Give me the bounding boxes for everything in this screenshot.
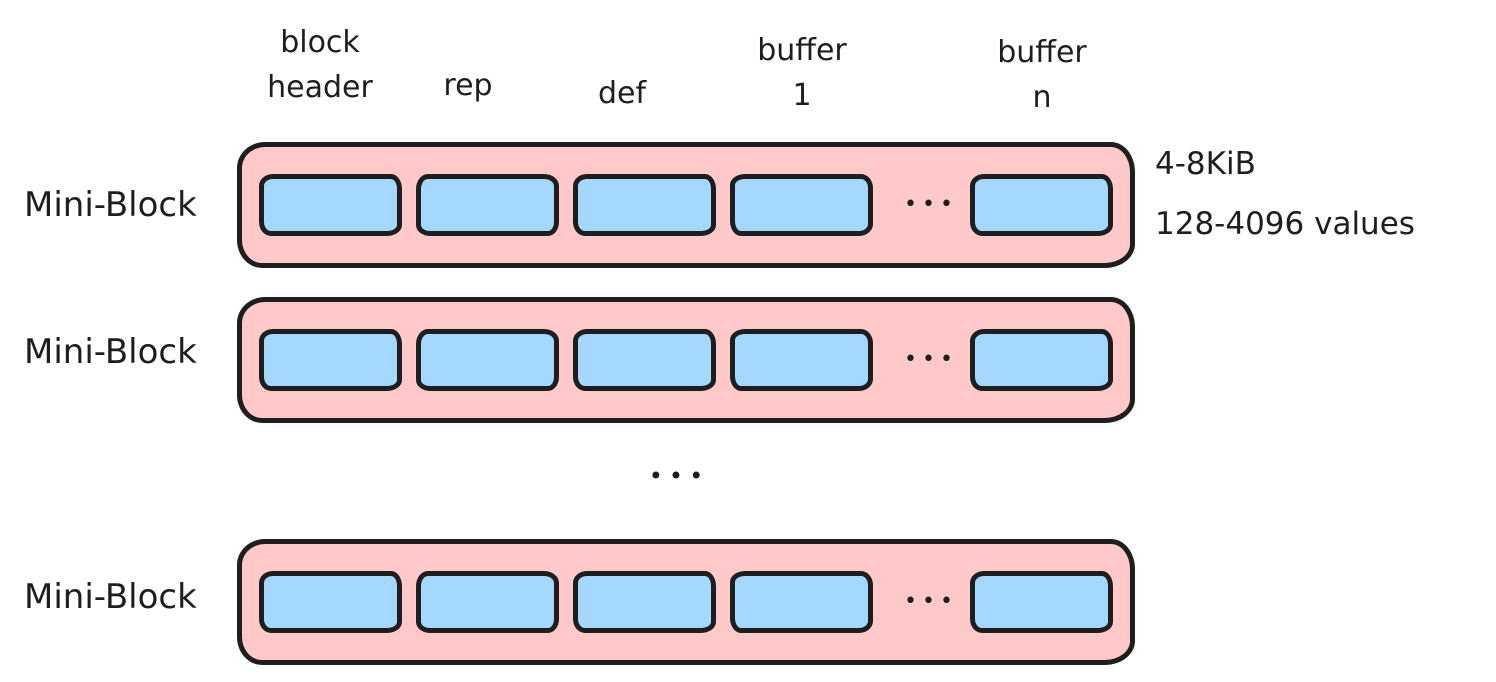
cell-block-header (259, 174, 402, 236)
annotation-size-range: 4-8KiB (1155, 146, 1256, 182)
column-label-line: def (597, 76, 647, 111)
cell-rep (416, 329, 559, 391)
column-label-line: n (1032, 80, 1052, 115)
cell-buffer-1 (730, 174, 873, 236)
cell-rep (416, 571, 559, 633)
column-label-line: rep (443, 68, 493, 103)
ellipsis-buffers: ••• (904, 347, 958, 372)
cell-def (573, 174, 716, 236)
row-label-mini-block: Mini-Block (24, 185, 197, 225)
row-label-mini-block: Mini-Block (24, 577, 197, 617)
mini-block-row: ••• (237, 539, 1135, 665)
cell-buffer-1 (730, 329, 873, 391)
ellipsis-buffers: ••• (904, 192, 958, 217)
column-label-line: header (267, 70, 373, 105)
cell-def (573, 571, 716, 633)
column-label-block-header: block header (267, 20, 373, 110)
column-label-line: buffer (757, 33, 847, 68)
cell-buffer-n (970, 329, 1113, 391)
ellipsis-rows: ••• (648, 462, 710, 490)
cell-rep (416, 174, 559, 236)
column-label-def: def (598, 71, 646, 116)
column-label-line: buffer (997, 35, 1087, 70)
mini-block-row: ••• (237, 142, 1135, 268)
column-label-rep: rep (443, 63, 492, 108)
column-label-buffer-n: buffer n (997, 30, 1087, 120)
cell-block-header (259, 329, 402, 391)
ellipsis-buffers: ••• (904, 589, 958, 614)
cell-buffer-n (970, 571, 1113, 633)
column-label-buffer-1: buffer 1 (757, 28, 847, 118)
cell-def (573, 329, 716, 391)
column-label-line: 1 (792, 78, 812, 113)
cell-buffer-1 (730, 571, 873, 633)
row-label-mini-block: Mini-Block (24, 332, 197, 372)
mini-block-row: ••• (237, 297, 1135, 423)
column-label-line: block (280, 25, 360, 60)
cell-block-header (259, 571, 402, 633)
annotation-value-range: 128-4096 values (1155, 206, 1415, 242)
cell-buffer-n (970, 174, 1113, 236)
